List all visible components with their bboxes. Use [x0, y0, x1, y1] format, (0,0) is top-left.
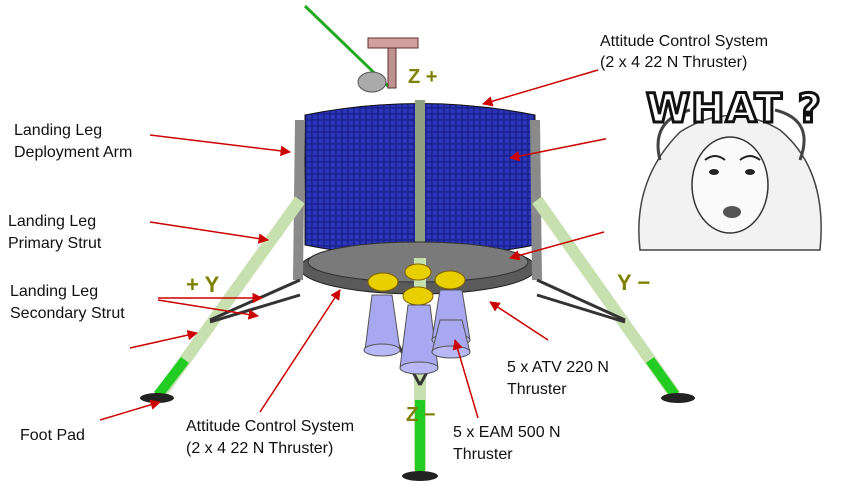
- atv-label-1: 5 x ATV 220 N: [507, 359, 609, 376]
- axis-minus-y: Y −: [617, 270, 651, 295]
- acs-top-label-2: (2 x 4 22 N Thruster): [600, 54, 748, 71]
- primary-strut-label-1: Landing Leg: [8, 213, 97, 230]
- top-mast: [367, 37, 419, 49]
- secondary-strut-label-1: Landing Leg: [10, 283, 99, 300]
- axis-minus-z: Z −: [406, 404, 436, 426]
- primary-strut-label-2: Primary Strut: [8, 235, 102, 252]
- axis-plus-y: + Y: [186, 272, 220, 297]
- foot-pad-center: [402, 471, 438, 481]
- acs-top-label-1: Attitude Control System: [600, 33, 769, 50]
- eam-label-2: Thruster: [453, 446, 513, 463]
- axis-plus-z: Z +: [408, 66, 438, 88]
- pointer-arrows: [99, 69, 611, 421]
- acs-bottom-label-2: (2 x 4 22 N Thruster): [186, 440, 334, 457]
- deploy-arm-label-1: Landing Leg: [14, 122, 103, 139]
- eam-label-1: 5 x EAM 500 N: [453, 424, 561, 441]
- eam-nozzle: [367, 272, 399, 292]
- secondary-strut-label-2: Secondary Strut: [10, 305, 125, 322]
- meme-caption: WHAT ?: [645, 85, 823, 134]
- atv-label-2: Thruster: [507, 381, 567, 398]
- foot-pad-right: [661, 393, 695, 403]
- atv-nozzle: [364, 294, 401, 351]
- meme-face-illustration: [606, 80, 858, 251]
- foot-pad-left: [140, 393, 174, 403]
- foot-pad-label: Foot Pad: [20, 427, 85, 444]
- deploy-arm-label-2: Deployment Arm: [14, 144, 133, 161]
- acs-bottom-label-1: Attitude Control System: [186, 418, 355, 435]
